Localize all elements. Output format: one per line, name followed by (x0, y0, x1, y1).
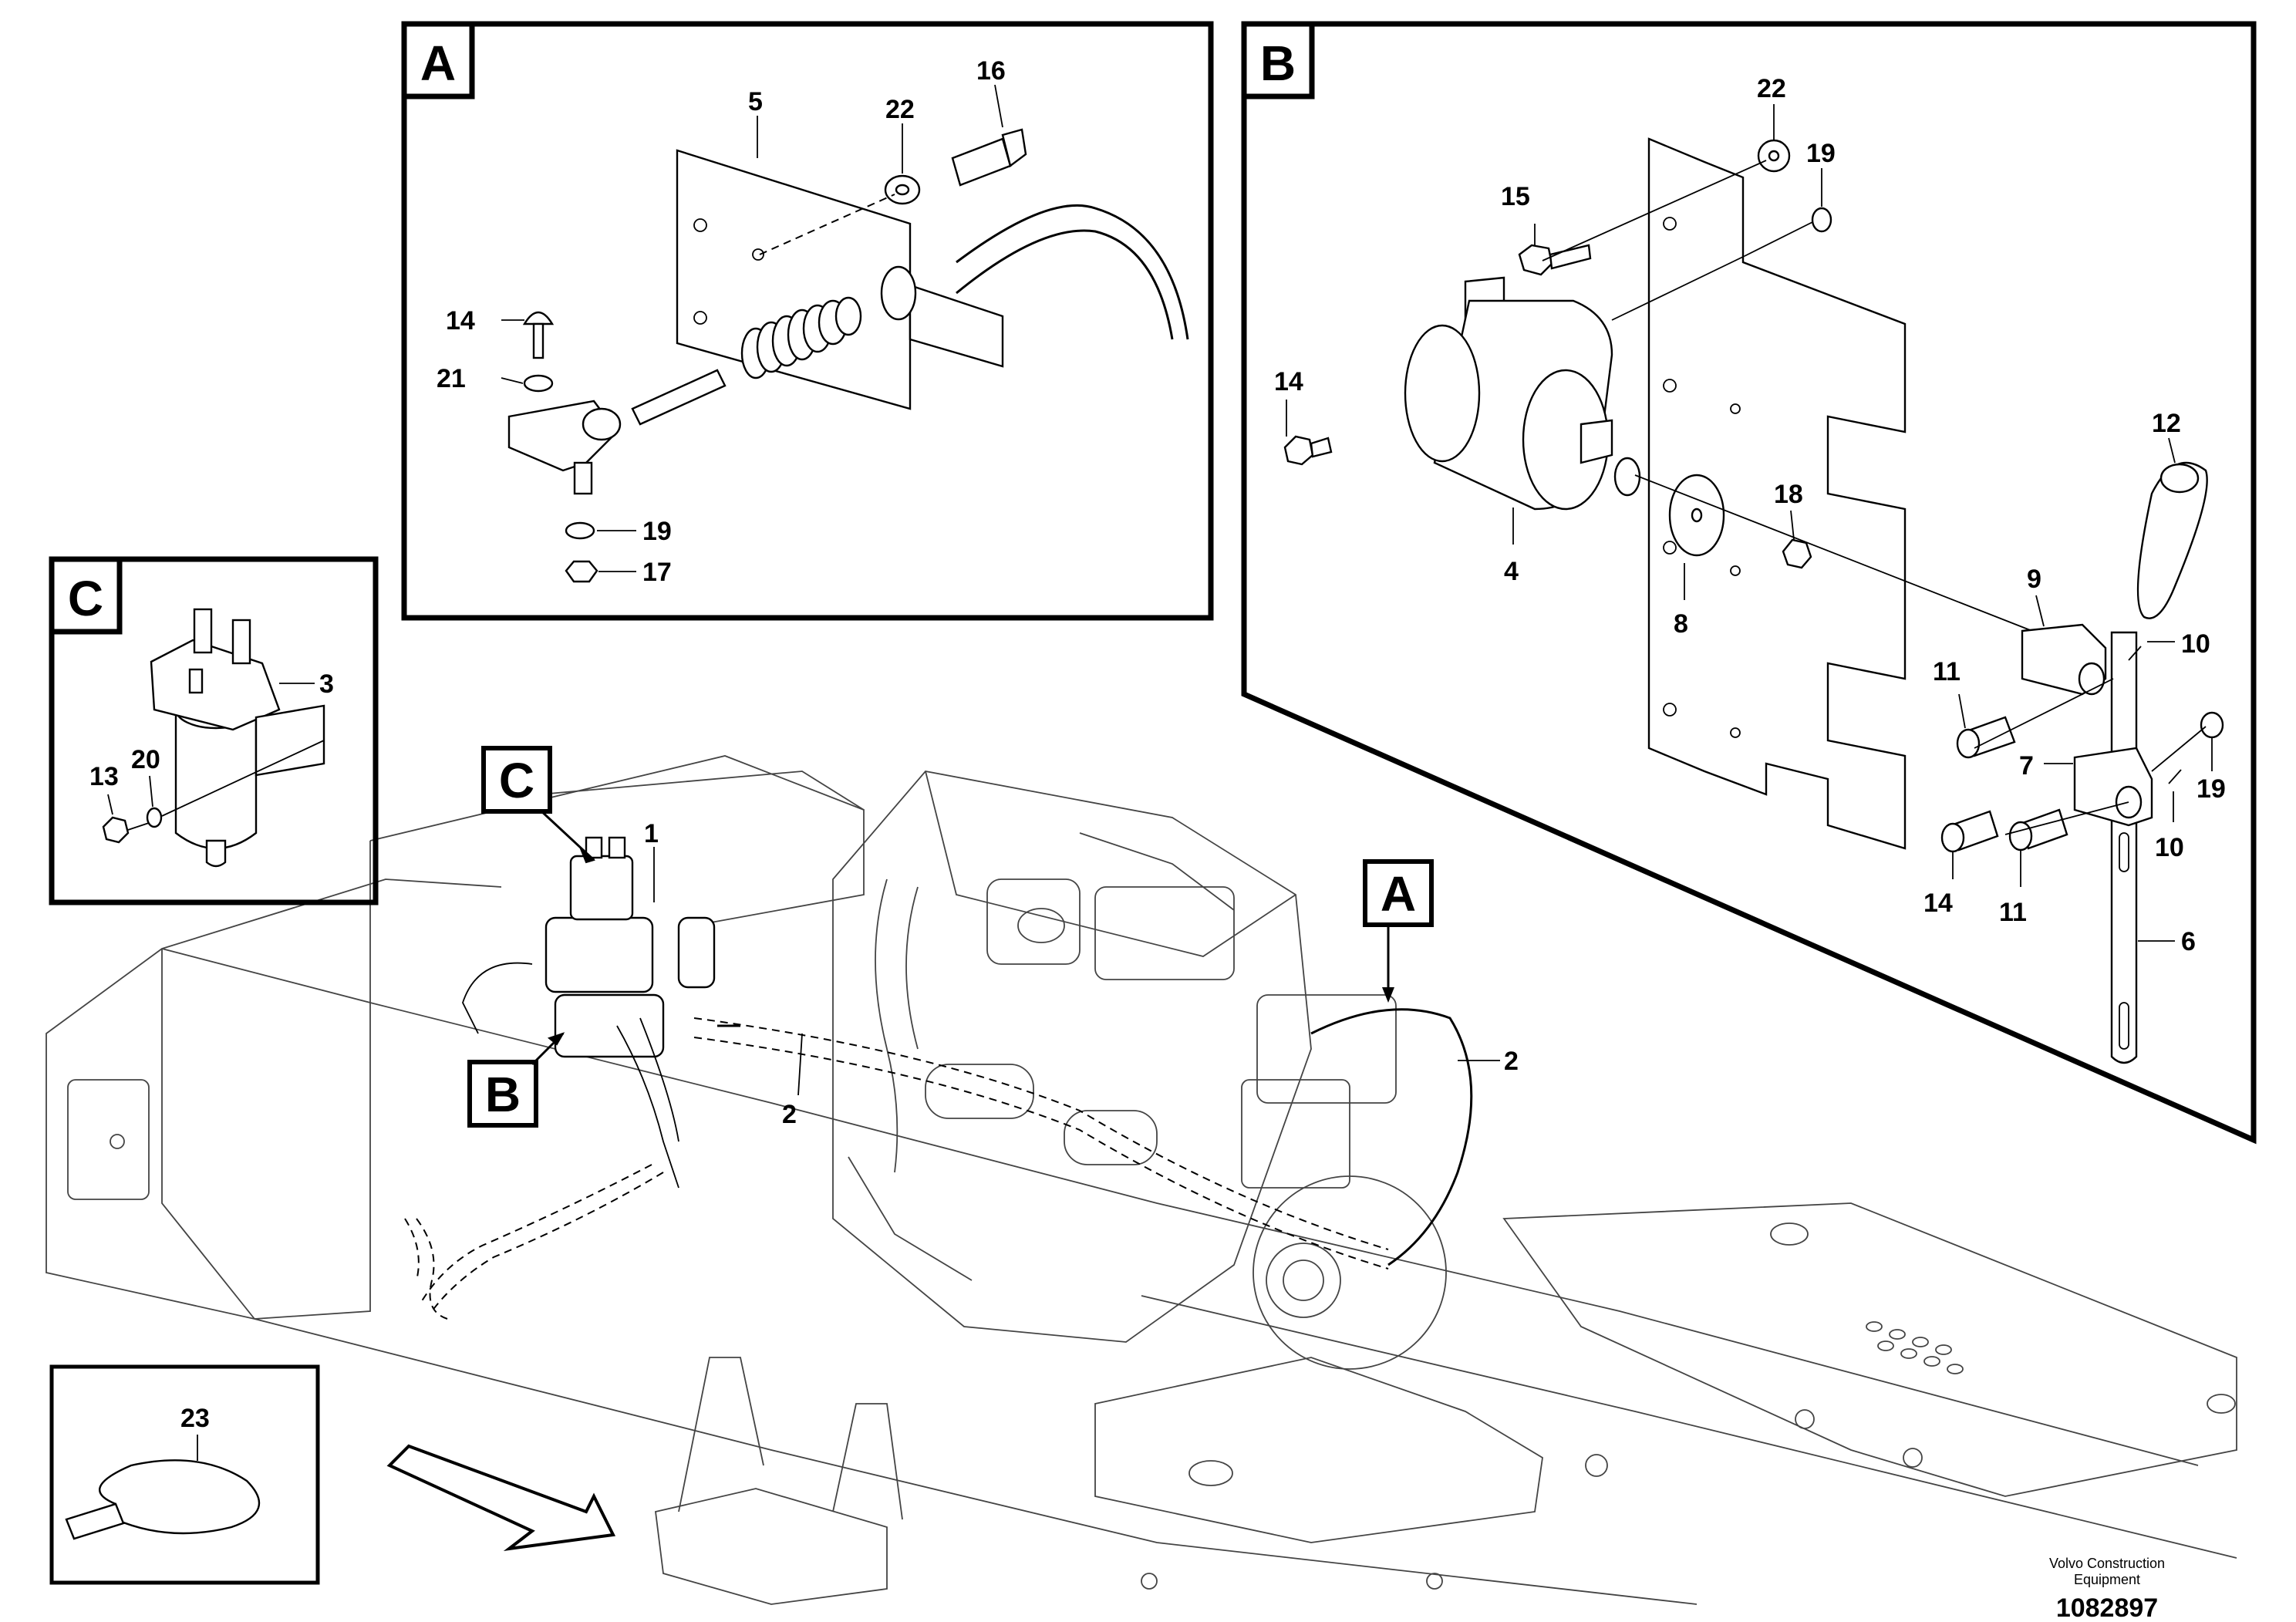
callout-4: 4 (1504, 557, 1519, 586)
callout-16: 16 (976, 56, 1006, 86)
solenoid-valve-assembly (462, 836, 716, 1189)
detail-c-tag: C (68, 571, 103, 626)
cable-bellows (740, 296, 862, 379)
callout-8: 8 (1674, 609, 1688, 639)
engine-block (832, 771, 1447, 1370)
callout-19-b-top: 19 (1806, 139, 1836, 168)
main-callouts: 1 2 2 (644, 819, 1519, 1129)
callout-13: 13 (89, 762, 119, 791)
svg-text:A: A (1381, 866, 1416, 922)
svg-text:C: C (499, 753, 534, 808)
document-number: 1082897 (2056, 1593, 2158, 1622)
svg-text:B: B (485, 1067, 521, 1122)
callout-23: 23 (180, 1404, 210, 1433)
callout-18: 18 (1774, 480, 1803, 509)
callout-19-a: 19 (642, 517, 672, 546)
callout-3: 3 (319, 669, 334, 699)
callout-15: 15 (1501, 182, 1530, 211)
callout-5: 5 (748, 87, 763, 116)
tag-c-main: C (481, 746, 595, 864)
callout-22-a: 22 (885, 95, 915, 124)
callout-17: 17 (642, 558, 672, 587)
routed-cables (404, 1017, 1389, 1320)
detail-c-panel: C 3 13 20 (49, 556, 379, 905)
callout-6: 6 (2181, 927, 2196, 956)
tag-b-main: B (467, 1032, 565, 1128)
tag-a-main: A (1363, 859, 1434, 1003)
callout-1: 1 (644, 819, 659, 848)
detail-a-tag: A (420, 35, 456, 91)
callout-22-b: 22 (1757, 74, 1786, 103)
callout-14-b-bottom: 14 (1923, 889, 1953, 918)
callout-14-b-left: 14 (1274, 367, 1303, 396)
footer: Volvo Construction Equipment 1082897 (2049, 1556, 2165, 1622)
forward-direction-arrow (386, 1444, 616, 1551)
detail-b-tag: B (1260, 35, 1296, 91)
machine-frame (46, 755, 2237, 1605)
step-grating (1866, 1321, 1964, 1374)
detail-cable-tie-panel: 23 (49, 1364, 320, 1585)
callout-20: 20 (131, 745, 160, 774)
callout-9: 9 (2027, 565, 2041, 594)
credit-line-1: Volvo Construction (2049, 1556, 2165, 1571)
callout-19-b-right: 19 (2197, 774, 2226, 804)
credit-line-2: Equipment (2074, 1572, 2140, 1587)
callout-12: 12 (2152, 409, 2181, 438)
callout-11-top: 11 (1933, 657, 1961, 686)
callout-14-a: 14 (446, 306, 475, 336)
callout-7: 7 (2019, 751, 2034, 781)
throttle-cable (1310, 1008, 1473, 1266)
callout-2-main: 2 (782, 1100, 797, 1129)
callout-11-bottom: 11 (1999, 898, 2027, 927)
detail-b-panel: B (1241, 21, 2257, 1145)
callout-21: 21 (437, 364, 466, 393)
detail-a-panel: A (401, 21, 1214, 621)
callout-10-bottom: 10 (2155, 833, 2184, 862)
callout-2-right: 2 (1504, 1047, 1519, 1076)
callout-10-top: 10 (2181, 629, 2210, 659)
